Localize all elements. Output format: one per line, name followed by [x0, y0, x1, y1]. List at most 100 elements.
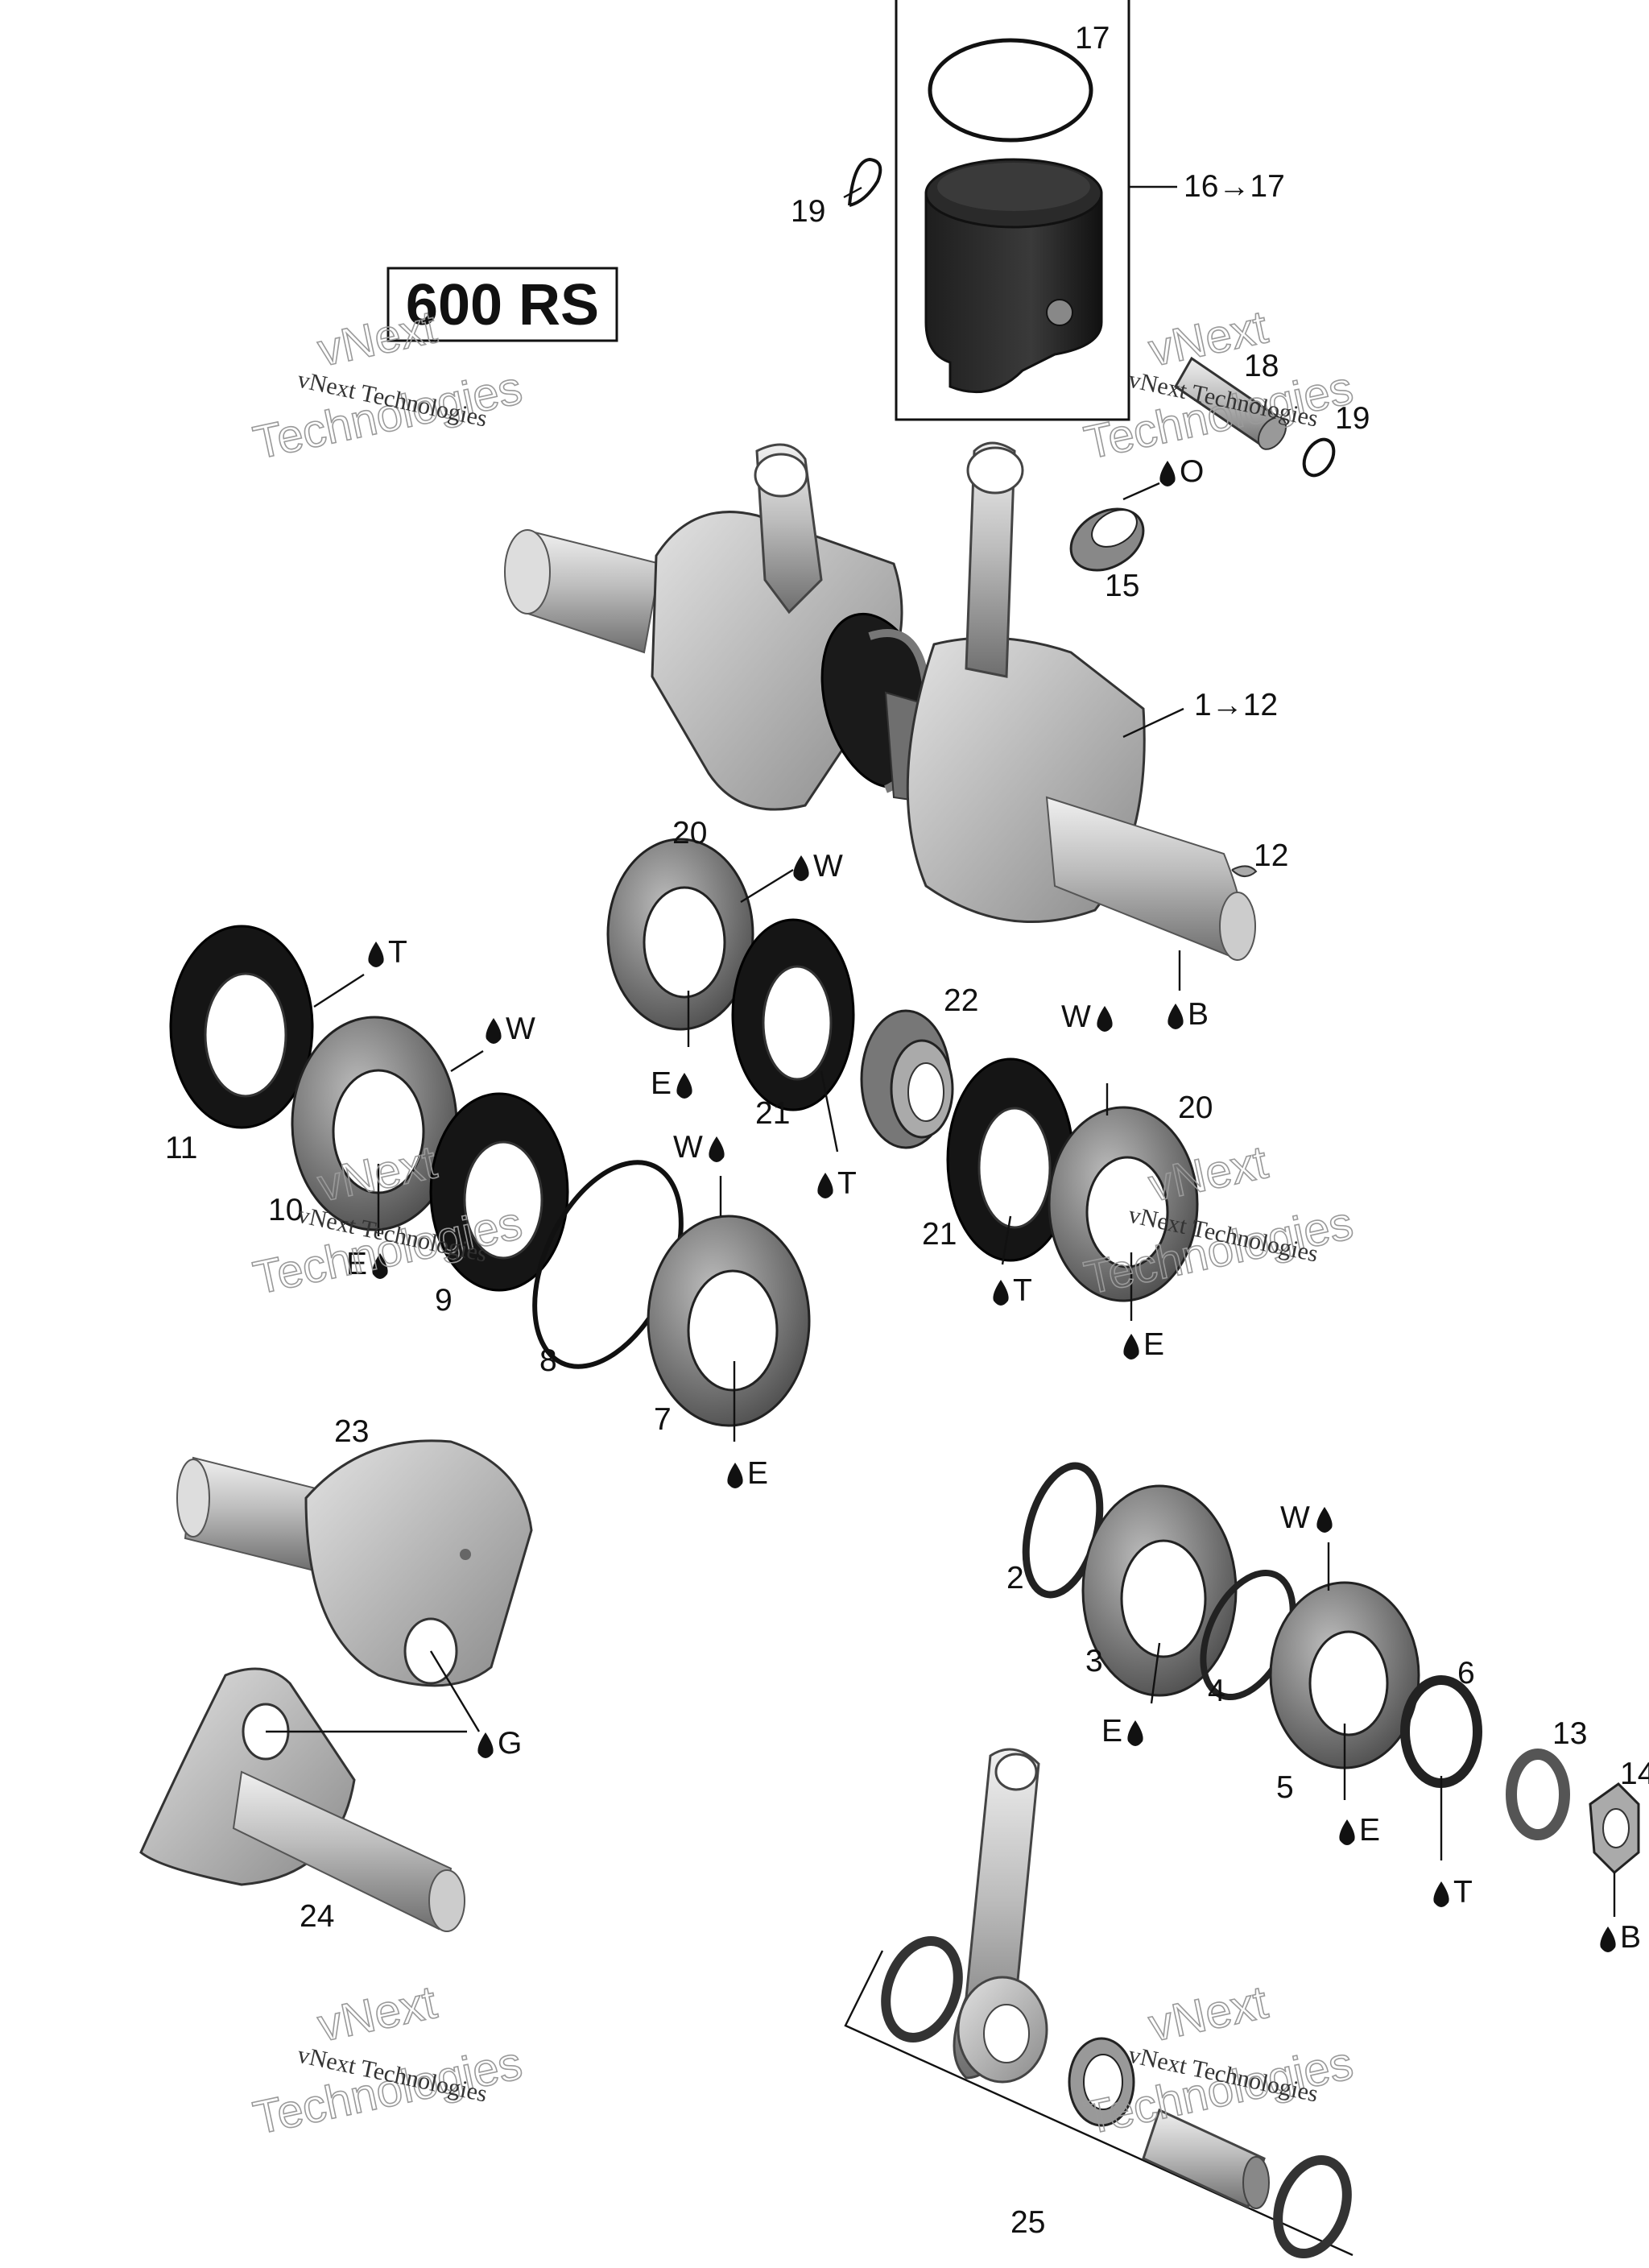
- callout-25: 25: [1010, 2205, 1045, 2240]
- bearing-20-left: [606, 838, 754, 1031]
- callout-4: 4: [1208, 1674, 1225, 1708]
- drop-icon: [1339, 1819, 1355, 1845]
- callout-lube-e6: E: [1359, 1813, 1380, 1848]
- callout-lube-w1: W: [813, 849, 843, 884]
- callout-17: 17: [1075, 21, 1110, 56]
- bearing-20-right: [1048, 1106, 1199, 1302]
- half-crank-23: [176, 1439, 533, 1687]
- callout-1-12: 1→12: [1194, 688, 1278, 722]
- callout-24: 24: [300, 1899, 334, 1934]
- conrod-kit-frame: [844, 1950, 1354, 2257]
- callout-lube-e2: E: [346, 1247, 367, 1281]
- seal-9: [429, 1092, 569, 1292]
- drop-icon: [477, 1732, 494, 1758]
- callout-lube-e5: E: [1101, 1714, 1122, 1749]
- drop-icon: [1433, 1881, 1449, 1907]
- woodruff-key: [1231, 865, 1258, 877]
- callout-15: 15: [1105, 569, 1139, 603]
- callout-lube-t4: T: [1453, 1875, 1473, 1910]
- drop-icon: [676, 1073, 692, 1099]
- crank-pin-25: [1142, 2108, 1270, 2209]
- drop-icon: [1127, 1720, 1143, 1746]
- callout-21-right: 21: [922, 1217, 957, 1252]
- leader-lines: [266, 186, 1616, 1917]
- crankshaft-assembly: [504, 441, 1256, 961]
- callout-3: 3: [1085, 1644, 1103, 1678]
- callout-20-right: 20: [1178, 1091, 1213, 1125]
- callout-lube-w4: W: [673, 1130, 703, 1165]
- callout-lube-e1: E: [651, 1066, 672, 1101]
- callout-9: 9: [435, 1283, 453, 1318]
- drop-icon: [1316, 1507, 1333, 1533]
- callout-lube-g: G: [498, 1726, 522, 1761]
- bearing-7: [647, 1215, 811, 1427]
- piston: [924, 158, 1103, 394]
- callout-8: 8: [539, 1343, 557, 1378]
- bearing-10: [291, 1016, 458, 1231]
- nut-14: [1589, 1782, 1640, 1875]
- drop-icon: [793, 855, 809, 881]
- lubricant-drop-icons: [368, 461, 1616, 1952]
- callout-21-left: 21: [755, 1096, 790, 1131]
- circlip-top: [848, 157, 882, 207]
- gear-22: [860, 1009, 954, 1149]
- seal-6: [1400, 1675, 1482, 1788]
- seal-11: [169, 925, 314, 1129]
- drop-icon: [993, 1280, 1009, 1306]
- callout-lube-t2: T: [837, 1166, 857, 1201]
- callout-11: 11: [165, 1131, 198, 1165]
- callout-lube-b1: B: [1188, 997, 1209, 1032]
- washer-13: [1506, 1749, 1570, 1840]
- callout-lube-b2: B: [1620, 1920, 1641, 1955]
- callout-lube-t1: T: [388, 935, 407, 970]
- drop-icon: [709, 1136, 725, 1162]
- drop-icon: [1123, 1334, 1139, 1360]
- callout-12: 12: [1254, 838, 1288, 873]
- connecting-rod: [953, 1748, 1048, 2084]
- callout-lube-w2: W: [506, 1012, 535, 1046]
- callout-2: 2: [1006, 1561, 1024, 1595]
- callout-lube-w5: W: [1280, 1500, 1310, 1535]
- circlip-right: [1302, 437, 1336, 478]
- title-box: 600 RS: [386, 267, 618, 342]
- drop-icon: [372, 1253, 388, 1279]
- thrust-washer-left: [881, 1935, 963, 2043]
- drop-icon: [1168, 1004, 1184, 1029]
- seal-21-left: [731, 918, 855, 1111]
- watermark-brand: vNext: [1144, 1976, 1272, 2051]
- callout-10: 10: [268, 1193, 303, 1227]
- callout-22: 22: [944, 983, 978, 1018]
- title-text: 600 RS: [406, 273, 599, 337]
- callout-lube-e4: E: [747, 1456, 768, 1491]
- callout-13: 13: [1552, 1716, 1587, 1751]
- callout-19-left: 19: [791, 194, 825, 229]
- callout-18: 18: [1244, 349, 1279, 383]
- callout-6: 6: [1457, 1656, 1475, 1691]
- drop-icon: [486, 1018, 502, 1044]
- callout-16-17: 16→17: [1184, 169, 1285, 204]
- drop-icon: [1097, 1006, 1113, 1032]
- thrust-washer-right: [1273, 2154, 1352, 2259]
- piston-group-frame: [895, 0, 1177, 421]
- callout-20-left: 20: [672, 816, 707, 850]
- callout-lube-o: O: [1180, 454, 1204, 489]
- callout-7: 7: [654, 1402, 672, 1437]
- needle-bearing-small: [1069, 507, 1145, 572]
- drop-icon: [1600, 1927, 1616, 1952]
- drop-icon: [817, 1173, 833, 1198]
- callout-lube-w3: W: [1061, 999, 1091, 1034]
- watermark-brand: vNext: [313, 300, 441, 376]
- seal-21-right: [946, 1057, 1075, 1262]
- drop-icon: [1159, 461, 1176, 486]
- bearing-3: [1081, 1484, 1238, 1697]
- callout-23: 23: [334, 1414, 369, 1449]
- needle-bearing-25: [1068, 2037, 1135, 2127]
- callout-19-right: 19: [1335, 401, 1370, 436]
- callout-5: 5: [1276, 1770, 1294, 1805]
- drop-icon: [368, 942, 384, 967]
- piston-ring: [928, 38, 1093, 143]
- drop-icon: [727, 1463, 743, 1488]
- watermark-bottom-left: vNext Technologies vNext Technologies: [248, 1976, 527, 2146]
- callout-lube-t3: T: [1013, 1273, 1032, 1308]
